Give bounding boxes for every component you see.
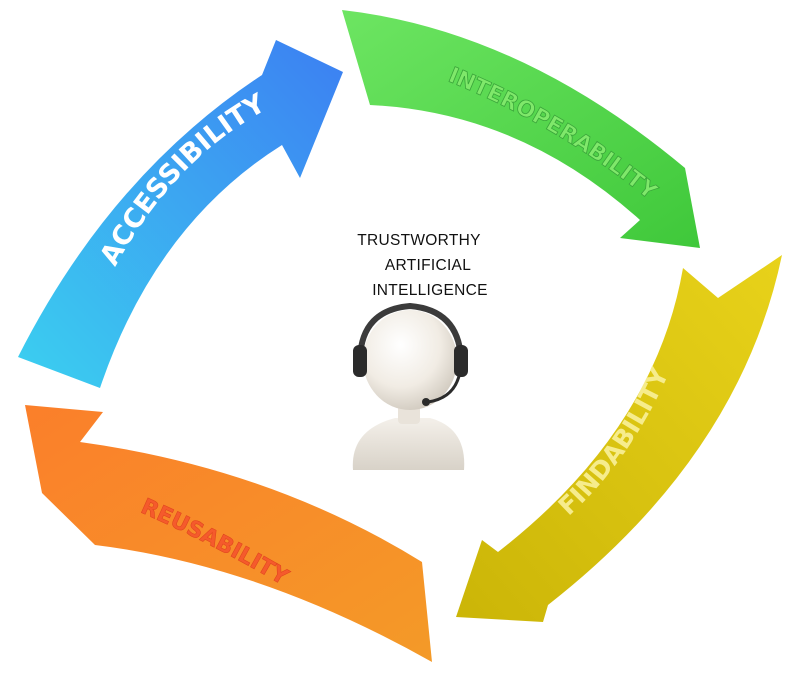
headset-mic xyxy=(422,398,430,406)
user-head xyxy=(363,310,457,410)
user-body xyxy=(352,418,465,470)
left-ear-cup xyxy=(353,345,367,377)
center-title-line-2: ARTIFICIAL xyxy=(384,257,472,274)
headset-mic-boom xyxy=(427,371,462,404)
accessibility-label-text: ACCESSIBILITY xyxy=(94,88,271,271)
right-ear-cup xyxy=(454,345,468,377)
center-title-line-1: TRUSTWORTHY xyxy=(357,232,481,249)
center-title-line-3: INTELLIGENCE xyxy=(372,282,488,299)
interoperability-arrow xyxy=(342,10,700,248)
headset-band xyxy=(357,302,464,359)
headset-user-icon xyxy=(352,302,468,470)
center-title: TRUSTWORTHY ARTIFICIAL INTELLIGENCE xyxy=(300,228,520,303)
accessibility-arrow xyxy=(18,40,343,388)
accessibility-label: ACCESSIBILITY xyxy=(94,88,271,271)
findability-arrow xyxy=(456,255,782,622)
reusability-arrow xyxy=(25,405,432,662)
